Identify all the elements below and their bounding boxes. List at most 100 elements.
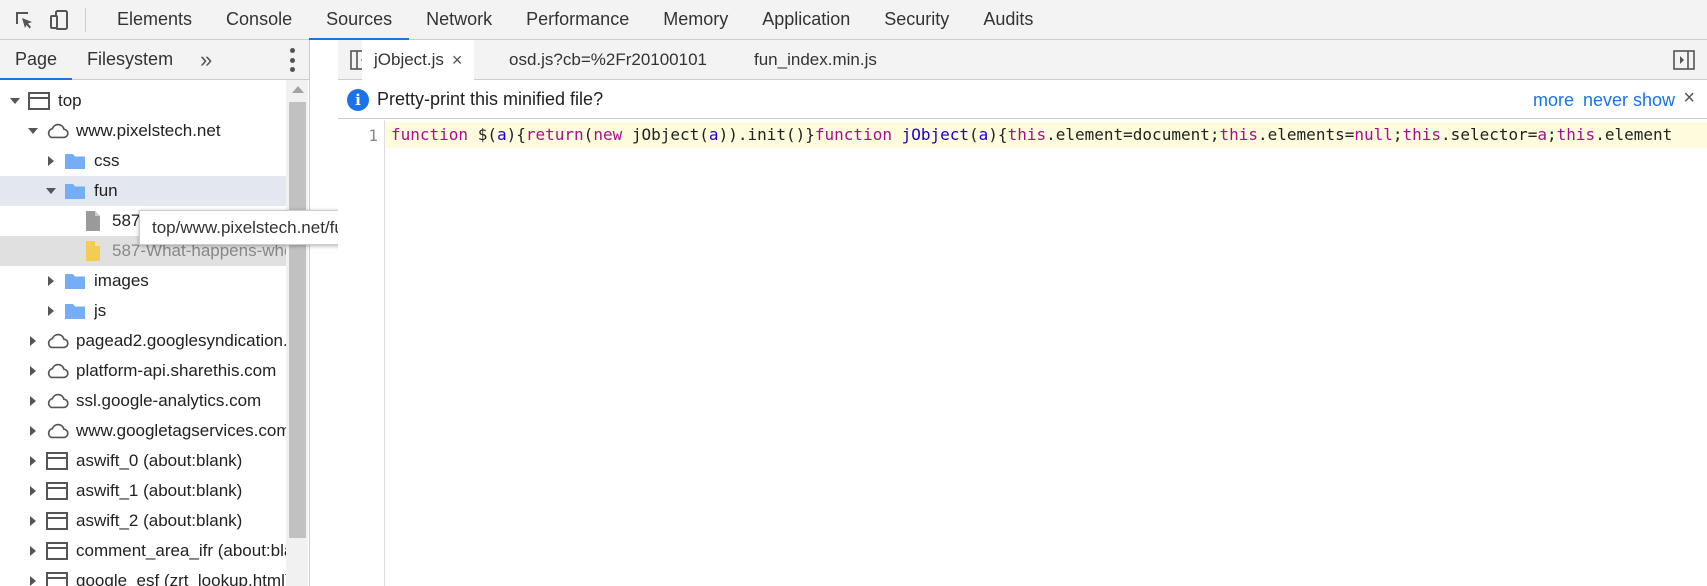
triangle-right-icon[interactable] <box>26 544 40 558</box>
tree-item[interactable]: images <box>0 266 286 296</box>
code-token: ){ <box>506 125 526 144</box>
triangle-right-icon[interactable] <box>26 514 40 528</box>
cloud-icon <box>44 390 70 412</box>
tree-item-label: aswift_1 (about:blank) <box>76 481 243 500</box>
more-link[interactable]: more <box>1533 90 1575 110</box>
tree-scrollbar[interactable] <box>286 80 308 586</box>
script-file-icon <box>80 240 106 262</box>
frame-icon <box>26 90 52 112</box>
tab-page[interactable]: Page <box>0 40 73 80</box>
tree-item[interactable]: aswift_0 (about:blank) <box>0 446 286 476</box>
tree-item-label: fun <box>94 181 118 200</box>
code-token: ( <box>969 125 979 144</box>
code-token: .elements= <box>1258 125 1355 144</box>
tab-memory[interactable]: Memory <box>663 9 729 29</box>
tree-item[interactable]: aswift_2 (about:blank) <box>0 506 286 536</box>
close-tab-icon[interactable]: × <box>451 49 463 70</box>
triangle-right-icon[interactable] <box>26 364 40 378</box>
tree-item-label: comment_area_ifr (about:blan <box>76 541 286 560</box>
code-token: null <box>1354 125 1393 144</box>
navigator-tabs: Page Filesystem » <box>0 40 309 80</box>
triangle-right-icon[interactable] <box>26 574 40 586</box>
tree-item[interactable]: ssl.google-analytics.com <box>0 386 286 416</box>
code-token: a <box>708 125 719 144</box>
tree-item[interactable]: css <box>0 146 286 176</box>
line-gutter: 1 <box>338 120 385 586</box>
tree-item-label: platform-api.sharethis.com <box>76 361 277 380</box>
triangle-right-icon[interactable] <box>26 424 40 438</box>
inspect-icon[interactable] <box>9 0 39 40</box>
triangle-right-icon[interactable] <box>26 484 40 498</box>
toolbar-divider <box>85 8 86 32</box>
tree-item[interactable]: top <box>0 86 286 116</box>
never-show-link[interactable]: never show <box>1583 90 1676 110</box>
tab-sources[interactable]: Sources <box>309 0 410 40</box>
editor-tab-fun-index[interactable]: fun_index.min.js <box>754 50 877 69</box>
triangle-right-icon[interactable] <box>44 274 58 288</box>
tab-audits[interactable]: Audits <box>983 9 1034 29</box>
triangle-down-icon[interactable] <box>8 94 22 108</box>
tree-item[interactable]: pagead2.googlesyndication.co <box>0 326 286 356</box>
triangle-right-icon[interactable] <box>26 394 40 408</box>
code-token: ){ <box>988 125 1008 144</box>
tree-item[interactable]: aswift_1 (about:blank) <box>0 476 286 506</box>
cloud-icon <box>44 420 70 442</box>
cloud-icon <box>44 360 70 382</box>
triangle-down-icon[interactable] <box>26 124 40 138</box>
tree-item[interactable]: platform-api.sharethis.com <box>0 356 286 386</box>
tab-network[interactable]: Network <box>426 9 493 29</box>
tab-application[interactable]: Application <box>762 9 851 29</box>
code-token: .selector= <box>1441 125 1538 144</box>
tree-item-label: css <box>94 151 120 170</box>
file-icon <box>80 210 106 232</box>
editor-tab-osd[interactable]: osd.js?cb=%2Fr20100101 <box>509 50 707 69</box>
triangle-right-icon[interactable] <box>26 454 40 468</box>
code-token: return <box>525 125 584 144</box>
tree-item[interactable]: 587 <box>0 206 286 236</box>
main-tabs: Elements Console Sources Network Performance… <box>100 0 1050 40</box>
tab-filesystem[interactable]: Filesystem <box>87 49 174 69</box>
frame-icon <box>44 510 70 532</box>
tree-spacer <box>62 244 76 258</box>
toggle-debugger-icon[interactable] <box>1673 50 1695 70</box>
triangle-right-icon[interactable] <box>44 304 58 318</box>
device-toolbar-icon[interactable] <box>45 0 75 40</box>
editor-tab-label: jObject.js <box>374 50 444 69</box>
kebab-menu-icon[interactable] <box>289 48 295 72</box>
tree-item[interactable]: www.googletagservices.com <box>0 416 286 446</box>
tree-item-label: top <box>58 91 82 110</box>
code-token: ( <box>583 125 594 144</box>
frame-icon <box>44 480 70 502</box>
cloud-icon <box>44 120 70 142</box>
tab-security[interactable]: Security <box>884 9 950 29</box>
triangle-right-icon[interactable] <box>26 334 40 348</box>
tree-item-label: www.googletagservices.com <box>76 421 286 440</box>
frame-icon <box>44 540 70 562</box>
close-infobar-icon[interactable]: × <box>1683 87 1695 109</box>
pretty-print-infobar: i Pretty-print this minified file? more … <box>338 81 1707 119</box>
tree-item[interactable]: js <box>0 296 286 326</box>
triangle-right-icon[interactable] <box>44 154 58 168</box>
tree-item[interactable]: comment_area_ifr (about:blan <box>0 536 286 566</box>
tree-item[interactable]: www.pixelstech.net <box>0 116 286 146</box>
tree-item-label: aswift_2 (about:blank) <box>76 511 243 530</box>
tab-elements[interactable]: Elements <box>117 9 193 29</box>
tree-item[interactable]: fun <box>0 176 286 206</box>
code-token: jObject( <box>622 125 709 144</box>
tree-item-label: 587-What-happens-when <box>112 241 286 260</box>
tree-item-label: google_esf (zrt_lookup.html) <box>76 571 286 586</box>
triangle-down-icon[interactable] <box>44 184 58 198</box>
tree-item-label: pagead2.googlesyndication.co <box>76 331 286 350</box>
code-token: this <box>1556 125 1596 144</box>
tab-performance[interactable]: Performance <box>526 9 630 29</box>
tree-item[interactable]: google_esf (zrt_lookup.html) <box>0 566 286 586</box>
folder-icon <box>62 270 88 292</box>
editor-tab-jobject[interactable]: jObject.js × <box>362 40 475 80</box>
code-token: jObject <box>891 125 970 144</box>
code-editor[interactable]: 1 function $(a){return(new jObject(a)).i… <box>338 120 1707 586</box>
scroll-up-icon[interactable] <box>292 86 304 93</box>
tab-console[interactable]: Console <box>226 9 293 29</box>
code-token: a <box>978 125 989 144</box>
more-tabs-icon[interactable]: » <box>199 46 213 72</box>
scrollbar-thumb[interactable] <box>289 102 306 538</box>
